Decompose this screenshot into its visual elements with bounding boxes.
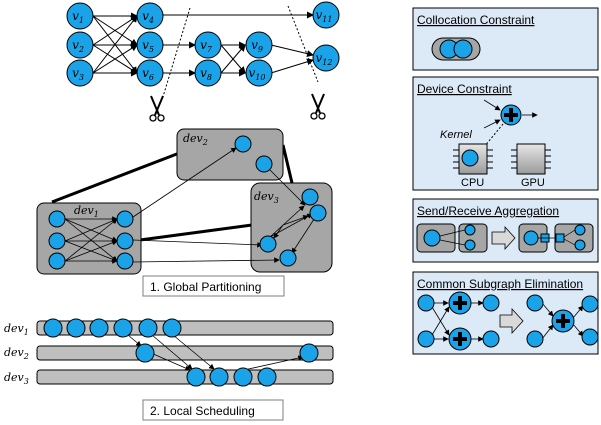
transform-arrow-icon <box>491 225 516 251</box>
scissors-icon <box>310 93 326 120</box>
scissors-icon <box>149 95 165 122</box>
local-scheduling: dev1 dev2 dev3 2. Local Scheduling <box>4 318 334 421</box>
global-partitioning-caption: 1. Global Partitioning <box>150 280 261 294</box>
device-constraint-title: Device Constraint <box>417 82 512 96</box>
graph-node-v8: v8 <box>194 59 222 87</box>
local-scheduling-caption: 2. Local Scheduling <box>150 404 255 418</box>
graph-node-label: v7 <box>200 38 213 54</box>
transform-arrow-icon <box>499 307 524 335</box>
cpu-label: CPU <box>461 177 484 189</box>
cse-title: Common Subgraph Elimination <box>417 277 583 291</box>
sched-bar-dev2 <box>36 345 334 361</box>
dev2-label: dev2 <box>183 132 208 147</box>
graph-node-label: v6 <box>142 66 154 82</box>
graph-node-v2: v2 <box>66 31 94 59</box>
graph-node-v11: v11 <box>312 1 340 29</box>
graph-node-v6: v6 <box>136 59 164 87</box>
graph-node-label: v3 <box>72 66 84 82</box>
local-scheduling-caption-box <box>142 399 284 421</box>
graph-node-v12: v12 <box>312 44 340 72</box>
graph-node-label: v9 <box>251 38 263 54</box>
device-constraint-panel <box>412 76 599 191</box>
dev1-label: dev1 <box>74 204 99 219</box>
collocation-title: Collocation Constraint <box>417 13 535 27</box>
graph-node-v9: v9 <box>245 31 273 59</box>
collocated-nodes-icon <box>431 37 481 61</box>
dataflow-graph: v1 v2 v3 v4 v5 v6 v7 v8 v9 v10 v11 v12 <box>66 1 340 122</box>
graph-node-label: v11 <box>316 8 333 24</box>
send-receive-title: Send/Receive Aggregation <box>417 204 559 218</box>
cpu-chip-icon <box>453 143 493 175</box>
graph-node-v3: v3 <box>66 59 94 87</box>
gpu-chip-icon <box>511 143 551 175</box>
graph-node-label: v8 <box>200 66 212 82</box>
graph-node-label: v10 <box>249 66 266 82</box>
graph-node-label: v12 <box>316 51 333 67</box>
optimization-panels: Collocation Constraint Device Constraint… <box>412 7 599 355</box>
graph-node-label: v2 <box>72 38 84 54</box>
global-partitioning-caption-box <box>142 275 285 297</box>
sched-bar-dev3 <box>36 369 334 385</box>
graph-node-v5: v5 <box>136 31 164 59</box>
gpu-label: GPU <box>521 177 545 189</box>
graph-node-label: v1 <box>72 9 84 25</box>
graph-node-v7: v7 <box>194 31 222 59</box>
graph-node-v10: v10 <box>245 59 273 87</box>
sched-bar-dev1 <box>36 320 334 336</box>
graph-node-label: v4 <box>142 9 154 25</box>
graph-node-v4: v4 <box>136 2 164 30</box>
dev3-label: dev3 <box>254 190 279 205</box>
sched-row-label-dev1: dev1 <box>4 322 29 337</box>
plus-op-icon <box>448 291 575 351</box>
plus-op-icon <box>500 104 522 126</box>
graph-node-v1: v1 <box>66 2 94 30</box>
kernel-label: Kernel <box>440 129 472 141</box>
sched-row-label-dev2: dev2 <box>4 346 29 361</box>
global-partitioning: dev2 dev1 dev3 <box>36 128 333 297</box>
graph-node-label: v5 <box>142 38 154 54</box>
sched-row-label-dev3: dev3 <box>4 371 29 386</box>
